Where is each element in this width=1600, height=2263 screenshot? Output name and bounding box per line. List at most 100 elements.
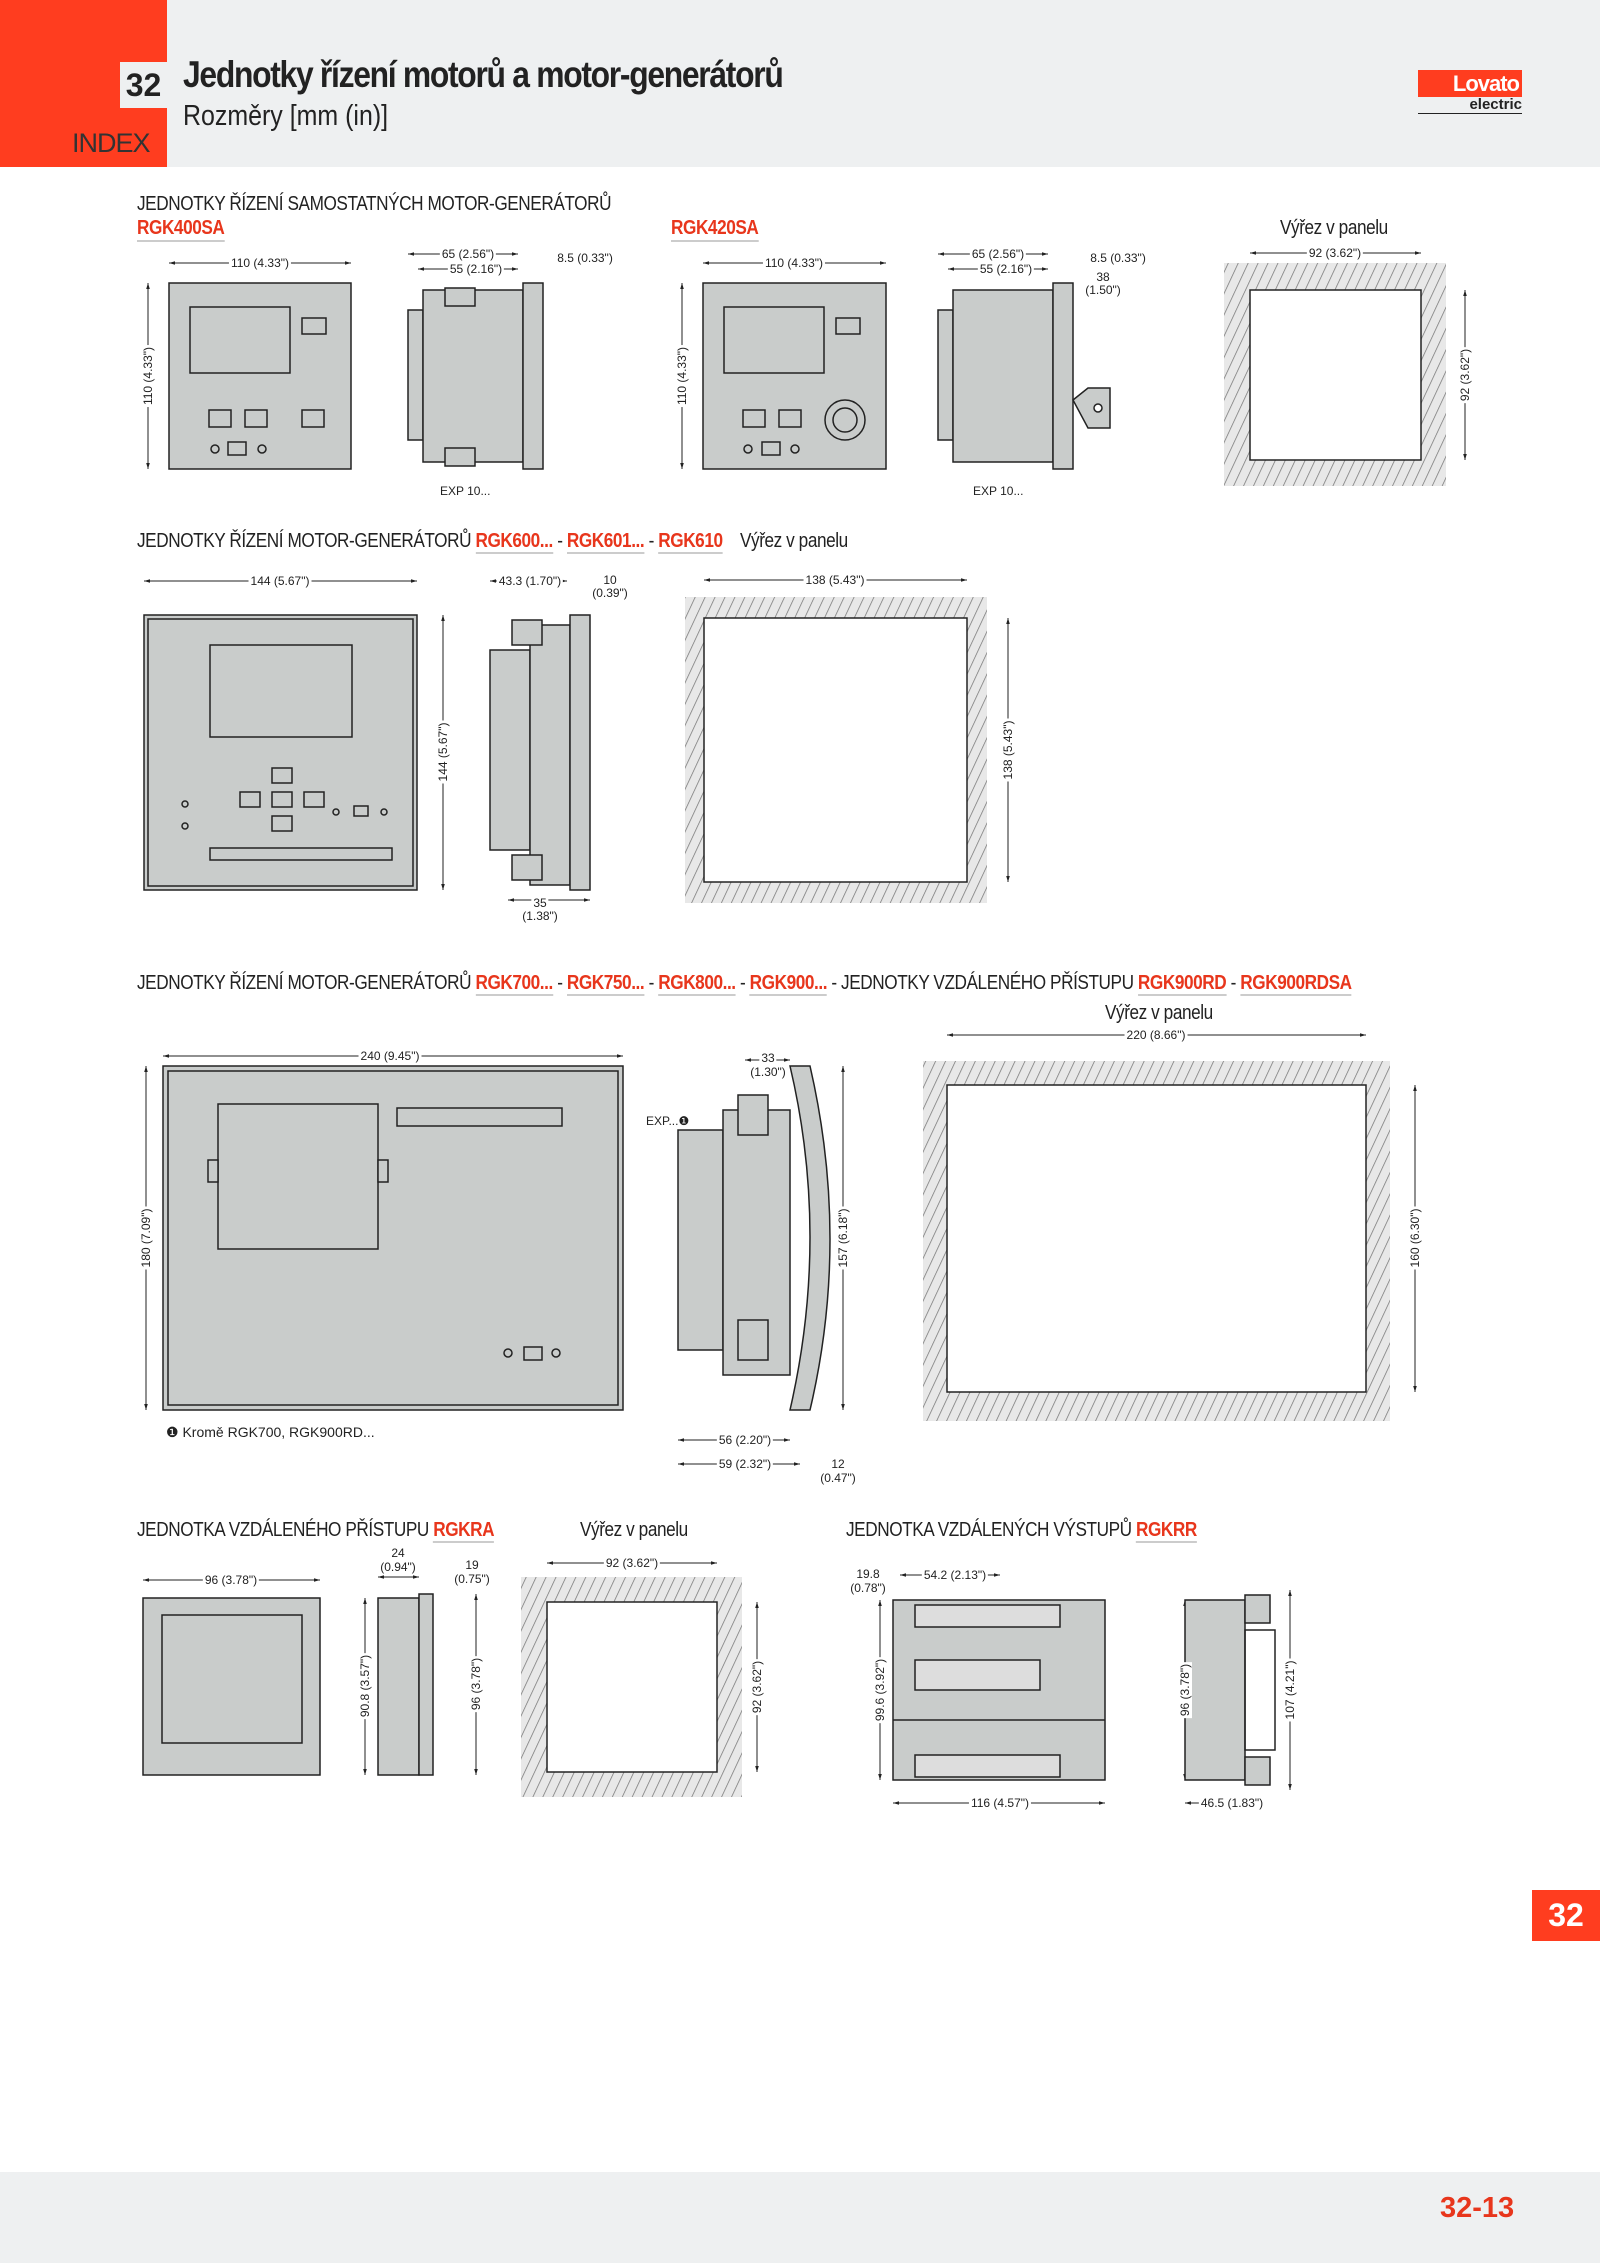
dim-label: 43.3 (1.70") — [496, 574, 564, 588]
dim-label: 65 (2.56") — [969, 247, 1027, 261]
dim-label: 92 (3.62") — [750, 1658, 764, 1716]
dim-label: 90.8 (3.57") — [358, 1652, 372, 1720]
model-rgkrr[interactable]: RGKRR — [1135, 1519, 1197, 1543]
model-link[interactable]: RGK900... — [749, 972, 828, 996]
dim-label: 59 (2.32") — [716, 1457, 774, 1471]
lovato-logo: Lovato electric — [1418, 70, 1522, 114]
logo-sub: electric — [1418, 97, 1522, 114]
rgk600-front-view — [143, 614, 418, 891]
section4-heading-b: JEDNOTKA VZDÁLENÝCH VÝSTUPŮ RGKRR — [846, 1519, 1197, 1543]
model-link[interactable]: RGK800... — [658, 972, 736, 996]
rgkra-side-view — [377, 1593, 434, 1776]
dim-label: 138 (5.43") — [803, 573, 867, 587]
dim-label: 19.8 — [854, 1567, 882, 1581]
dim-label: 107 (4.21") — [1283, 1658, 1297, 1722]
separator: - — [648, 530, 655, 552]
dim-label: 38 — [1094, 270, 1112, 284]
dim-label: 96 (3.78") — [1178, 1661, 1192, 1719]
dim-label: (0.39") — [590, 586, 630, 600]
cutout-label-1: Výřez v panelu — [1280, 217, 1388, 239]
heading-text: JEDNOTKA VZDÁLENÝCH VÝSTUPŮ — [846, 1519, 1132, 1541]
page-title: Jednotky řízení motorů a motor-generátor… — [183, 54, 784, 95]
dim-label: 144 (5.67") — [248, 574, 312, 588]
model-link[interactable]: RGK750... — [566, 972, 645, 996]
page-subtitle: Rozměry [mm (in)] — [183, 100, 389, 132]
dim-label: EXP...❶ — [646, 1114, 690, 1128]
page-number: 32-13 — [1440, 2192, 1515, 2224]
dim-label: 19 — [463, 1558, 481, 1572]
model-link[interactable]: RGK900RD — [1137, 972, 1227, 996]
model-link[interactable]: RGK600... — [475, 530, 553, 554]
rgk700-side-view — [677, 1065, 831, 1411]
dim-label: (1.30") — [748, 1065, 788, 1079]
chapter-number: 32 — [120, 62, 167, 108]
separator: - — [648, 972, 655, 994]
dim-label: 96 (3.78") — [202, 1573, 260, 1587]
index-link[interactable]: INDEX — [72, 128, 151, 158]
rgk400sa-front-view — [168, 282, 352, 470]
section1-heading: JEDNOTKY ŘÍZENÍ SAMOSTATNÝCH MOTOR-GENER… — [137, 193, 612, 215]
dim-label: EXP 10... — [973, 484, 1024, 498]
chapter-side-tab[interactable]: 32 — [1532, 1890, 1600, 1941]
dim-label: 92 (3.62") — [1458, 346, 1472, 404]
rgkrr-front-view — [892, 1599, 1106, 1781]
dim-label: 65 (2.56") — [439, 247, 497, 261]
panel-cutout-2 — [685, 597, 987, 903]
dim-label: EXP 10... — [440, 484, 491, 498]
dim-label: (0.78") — [848, 1581, 888, 1595]
model-link[interactable]: RGK601... — [566, 530, 645, 554]
rgkrr-side-view — [1184, 1594, 1276, 1786]
dim-label: 33 — [759, 1051, 777, 1065]
dim-label: 46.5 (1.83") — [1198, 1796, 1266, 1810]
dim-label: 110 (4.33") — [141, 344, 155, 408]
panel-cutout-1 — [1224, 263, 1446, 486]
dim-label: (0.94") — [378, 1560, 418, 1574]
heading-text: JEDNOTKA VZDÁLENÉHO PŘÍSTUPU — [137, 1519, 429, 1541]
dim-label: 55 (2.16") — [447, 262, 505, 276]
footnote-text: Kromě RGK700, RGK900RD... — [182, 1424, 375, 1440]
rgkra-front-view — [142, 1597, 321, 1776]
dim-label: 180 (7.09") — [139, 1206, 153, 1270]
dim-label: 220 (8.66") — [1124, 1028, 1188, 1042]
heading-text: JEDNOTKY ŘÍZENÍ MOTOR-GENERÁTORŮ — [137, 972, 472, 994]
rgk400sa-side-view — [407, 282, 544, 470]
dim-label: 8.5 (0.33") — [555, 251, 615, 265]
dim-label: (1.50") — [1083, 283, 1123, 297]
model-rgk400sa[interactable]: RGK400SA — [137, 217, 225, 242]
dim-label: 96 (3.78") — [469, 1655, 483, 1713]
dim-label: 110 (4.33") — [228, 256, 292, 270]
dim-label: 35 — [531, 896, 549, 910]
heading-text: JEDNOTKY ŘÍZENÍ MOTOR-GENERÁTORŮ — [137, 530, 472, 552]
model-link[interactable]: RGK900RDSA — [1240, 972, 1352, 996]
model-link[interactable]: RGK610 — [658, 530, 723, 554]
model-link[interactable]: RGK700... — [475, 972, 553, 996]
separator: - — [1230, 972, 1237, 994]
logo-text: Lovato — [1418, 70, 1522, 97]
model-rgkra[interactable]: RGKRA — [433, 1519, 495, 1543]
section3-heading: JEDNOTKY ŘÍZENÍ MOTOR-GENERÁTORŮ RGK700.… — [137, 972, 1352, 996]
section4-heading-a: JEDNOTKA VZDÁLENÉHO PŘÍSTUPU RGKRA — [137, 1519, 495, 1543]
dim-label: 110 (4.33") — [675, 344, 689, 408]
separator: - — [557, 530, 563, 552]
rgk600-side-view — [489, 614, 591, 891]
dim-label: 138 (5.43") — [1001, 718, 1015, 782]
separator: - — [557, 972, 563, 994]
dim-label: 56 (2.20") — [716, 1433, 774, 1447]
page-footer — [0, 2172, 1600, 2263]
panel-cutout-3 — [923, 1061, 1390, 1421]
rgk420sa-side-view — [937, 282, 1111, 470]
page-header — [0, 0, 1600, 167]
dim-label: 92 (3.62") — [603, 1556, 661, 1570]
dim-label: 92 (3.62") — [1306, 246, 1364, 260]
cutout-label-3: Výřez v panelu — [1105, 1002, 1213, 1024]
model-rgk420sa[interactable]: RGK420SA — [671, 217, 759, 242]
dim-label: 10 — [601, 573, 619, 587]
section2-heading: JEDNOTKY ŘÍZENÍ MOTOR-GENERÁTORŮ RGK600.… — [137, 530, 848, 554]
separator: - — [739, 972, 746, 994]
heading-text: JEDNOTKY VZDÁLENÉHO PŘÍSTUPU — [841, 972, 1134, 994]
footnote-marker: ❶ — [166, 1424, 179, 1440]
dim-label: 110 (4.33") — [762, 256, 826, 270]
cutout-label-4: Výřez v panelu — [580, 1519, 688, 1541]
dim-label: 157 (6.18") — [836, 1206, 850, 1270]
